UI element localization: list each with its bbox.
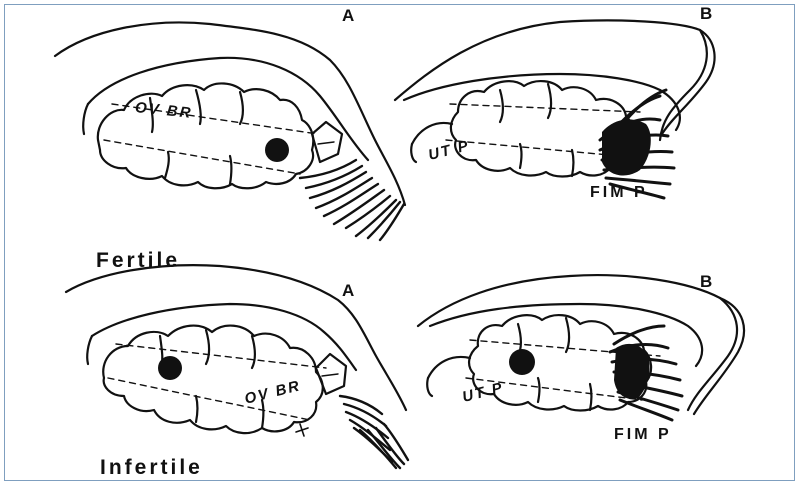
fim-label-fertile: FIM P [590, 184, 648, 202]
fimbriae [340, 396, 408, 468]
tube-inner-contour [92, 304, 356, 370]
panel-letter-fertile-b: B [700, 4, 712, 24]
panel-fertile-b [395, 20, 715, 198]
follicle-dot [509, 349, 535, 375]
tube-stub [428, 357, 470, 378]
row-label-fertile: Fertile [96, 249, 180, 273]
panel-letter-fertile-a: A [342, 6, 354, 26]
follicle-dot [265, 138, 289, 162]
dashed-guide-upper [450, 104, 640, 112]
follicle-dot [158, 356, 182, 380]
panel-fertile-a [55, 22, 405, 240]
panel-letter-infertile-a: A [342, 281, 354, 301]
fimbriae [300, 160, 404, 240]
tube-stub [412, 123, 452, 144]
row-label-infertile: Infertile [100, 456, 203, 480]
dashed-guide-lower [446, 140, 620, 156]
tube-junction [316, 354, 346, 394]
fim-label-infertile: FIM P [614, 426, 672, 444]
tube-outer-contour [66, 265, 406, 410]
ovary-tip-mark [296, 424, 308, 436]
tube-junction [312, 122, 342, 162]
ovary-outline [98, 83, 313, 188]
panel-infertile-a [66, 265, 408, 468]
panel-letter-infertile-b: B [700, 272, 712, 292]
tube-tail-left [83, 104, 88, 134]
tube-tail-left [87, 336, 92, 364]
